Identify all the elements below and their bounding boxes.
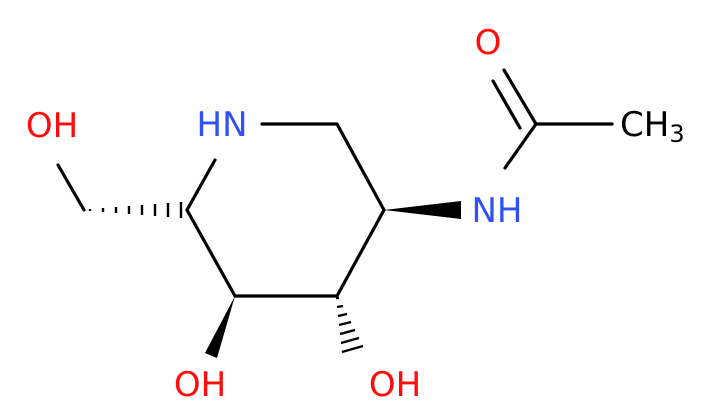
atom-o-carbonyl: O xyxy=(475,23,502,63)
bond-c6-nring xyxy=(185,158,217,212)
wedge-bond-c5-oh xyxy=(205,296,235,358)
bond-carbonyl-o-1 xyxy=(502,68,538,126)
bond-n-carbonyl xyxy=(503,122,538,170)
atom-o-hydroxy-c3: OH xyxy=(369,365,421,405)
bond-c3-c4 xyxy=(335,208,386,298)
atom-n-ring: HN xyxy=(197,105,248,145)
wedge-bond-c3-n xyxy=(384,201,461,219)
bond-carbonyl-o-2 xyxy=(491,79,522,130)
atom-methyl: CH3 xyxy=(620,105,685,148)
methyl-subscript: 3 xyxy=(669,120,684,148)
hash-bond-c4-oh xyxy=(336,296,364,354)
atom-o-hydroxy-c4: OH xyxy=(174,365,226,405)
methyl-main: CH xyxy=(620,105,669,145)
atom-n-amide: NH xyxy=(472,191,523,231)
bond-c5-c6 xyxy=(185,208,237,298)
hash-bond-c6-ch2 xyxy=(88,202,183,218)
bond-ch2-oh xyxy=(56,163,86,212)
atom-o-hydroxymethyl: OH xyxy=(26,106,78,146)
bond-c2-c3 xyxy=(335,122,386,212)
